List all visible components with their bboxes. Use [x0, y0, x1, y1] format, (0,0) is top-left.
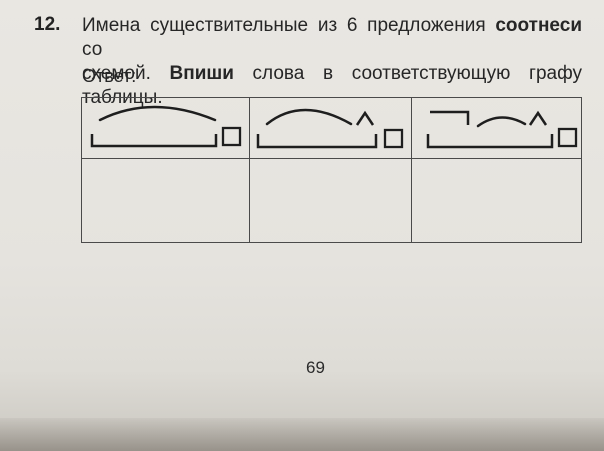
prefix-root-suffix-ending-scheme-icon — [426, 110, 578, 149]
answer-table — [81, 97, 582, 243]
root-suffix-ending-scheme-icon — [256, 108, 404, 149]
task-line1: Имена существительные из 6 предложения — [82, 15, 496, 36]
task-line2-start: схемой. — [82, 63, 170, 84]
root-ending-scheme-icon — [90, 105, 242, 148]
task-number: 12. — [34, 14, 61, 35]
answer-label: Ответ: — [82, 66, 137, 86]
answer-cell-3[interactable] — [412, 159, 581, 242]
scheme-cell-2 — [250, 98, 412, 159]
scheme-cell-3 — [412, 98, 581, 159]
page-number: 69 — [306, 358, 325, 377]
task-keyword-correlate: соотнеси — [495, 15, 582, 36]
answer-cell-1[interactable] — [82, 159, 250, 242]
task-line1-end: со — [82, 39, 103, 60]
task-instructions: Имена существительные из 6 предложения с… — [82, 14, 582, 110]
scheme-cell-1 — [82, 98, 250, 159]
page-edge-shadow — [0, 418, 604, 451]
task-keyword-write: Впиши — [169, 63, 234, 84]
answer-cell-2[interactable] — [250, 159, 412, 242]
